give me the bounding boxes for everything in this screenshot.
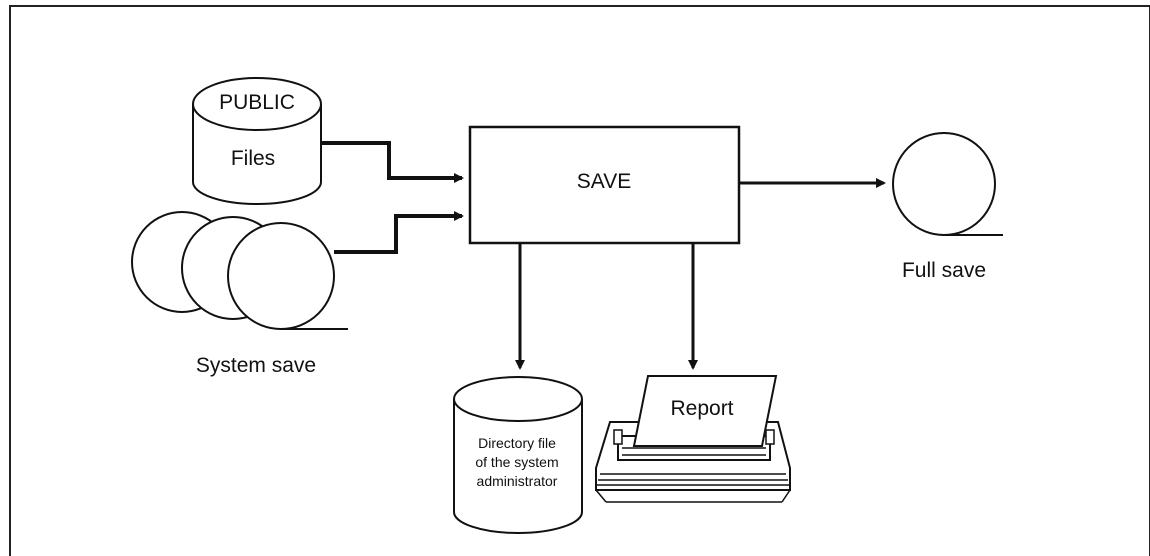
directory-file-cylinder: Directory file of the system administrat… <box>453 376 583 534</box>
save-process-box: SAVE <box>468 125 741 245</box>
public-files-cylinder: PUBLIC Files <box>192 77 322 205</box>
report-printer: Report <box>595 375 791 503</box>
save-label: SAVE <box>577 170 631 193</box>
directory-file-line-3: administrator <box>477 473 558 489</box>
system-save-reels: System save <box>131 211 348 377</box>
full-save-reel: Full save <box>892 132 1003 282</box>
public-label: PUBLIC <box>219 91 295 114</box>
system-save-caption: System save <box>196 354 316 377</box>
system-to-save-arrow <box>334 211 464 254</box>
full-save-caption: Full save <box>902 259 986 282</box>
figure-frame <box>9 5 1150 556</box>
directory-file-line-2: of the system <box>475 454 558 470</box>
report-label: Report <box>670 397 733 420</box>
directory-file-line-1: Directory file <box>478 435 556 451</box>
files-label: Files <box>231 147 275 170</box>
public-to-save-arrow <box>321 141 464 183</box>
